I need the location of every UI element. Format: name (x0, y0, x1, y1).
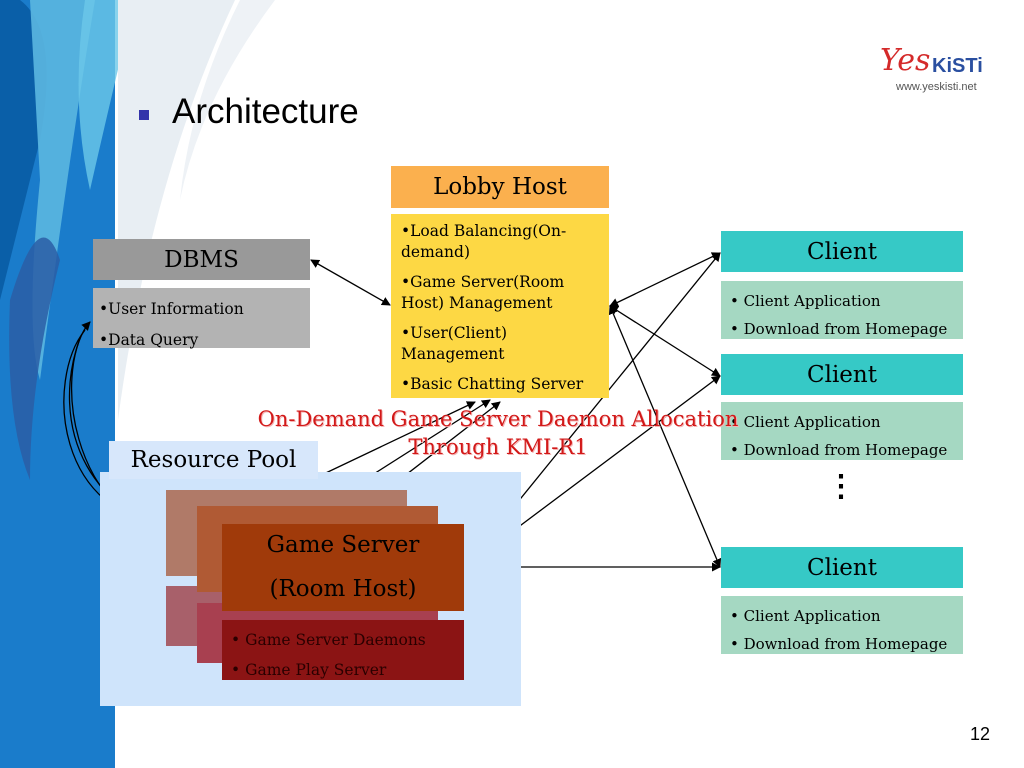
client-item: • Client Application (730, 292, 881, 310)
annotation-line-1: On-Demand Game Server Daemon Allocation (257, 407, 739, 431)
page-number: 12 (970, 724, 991, 744)
dbms-body: •User Information •Data Query (93, 288, 310, 349)
svg-text:Yes: Yes (880, 43, 930, 78)
lobby-item: •User(Client) Management (401, 324, 507, 363)
client-item: • Client Application (730, 607, 881, 625)
client-body-2: • Client Application • Download from Hom… (721, 402, 963, 460)
game-server-subtitle: (Room Host) (269, 576, 417, 602)
lobby-host-header: Lobby Host (391, 166, 609, 208)
game-server-body: • Game Server Daemons • Game Play Server (222, 620, 464, 680)
dbms-item: •User Information (99, 300, 244, 318)
yeskisti-logo: Yes KiSTi www.yeskisti.net (880, 43, 983, 93)
more-clients-ellipsis: ⋮ (826, 470, 856, 503)
lobby-item: •Game Server(Room Host) Management (401, 273, 565, 312)
arrow-lobby-client1 (609, 252, 721, 307)
game-server-item: • Game Server Daemons (231, 631, 426, 649)
allocation-annotation: On-Demand Game Server Daemon Allocation … (238, 405, 758, 461)
client-header-1: Client (721, 231, 963, 272)
client-item: • Download from Homepage (730, 441, 948, 459)
client-item: • Client Application (730, 413, 881, 431)
client-body-3: • Client Application • Download from Hom… (721, 596, 963, 654)
client-header-2: Client (721, 354, 963, 395)
title-bullet (139, 110, 149, 120)
dbms-item: •Data Query (99, 331, 199, 349)
svg-text:KiSTi: KiSTi (932, 55, 983, 77)
game-server-item: • Game Play Server (231, 661, 387, 679)
lobby-item: •Load Balancing(On-demand) (401, 222, 567, 261)
page-title: Architecture (172, 92, 359, 131)
resource-pool-header: Resource Pool (109, 441, 318, 479)
lobby-host-body: •Load Balancing(On-demand) •Game Server(… (391, 214, 609, 398)
dbms-header: DBMS (93, 239, 310, 280)
arrow-lobby-client2 (609, 305, 721, 377)
game-server-title: Game Server (266, 532, 420, 558)
game-server-header: Game Server (Room Host) (222, 524, 464, 611)
client-header-3: Client (721, 547, 963, 588)
annotation-line-2: Through KMI-R1 (408, 435, 588, 459)
lobby-item: •Basic Chatting Server (401, 375, 584, 393)
client-item: • Download from Homepage (730, 635, 948, 653)
arrow-dbms-lobby (310, 259, 391, 306)
client-body-1: • Client Application • Download from Hom… (721, 281, 963, 339)
client-item: • Download from Homepage (730, 320, 948, 338)
svg-text:www.yeskisti.net: www.yeskisti.net (895, 81, 977, 93)
